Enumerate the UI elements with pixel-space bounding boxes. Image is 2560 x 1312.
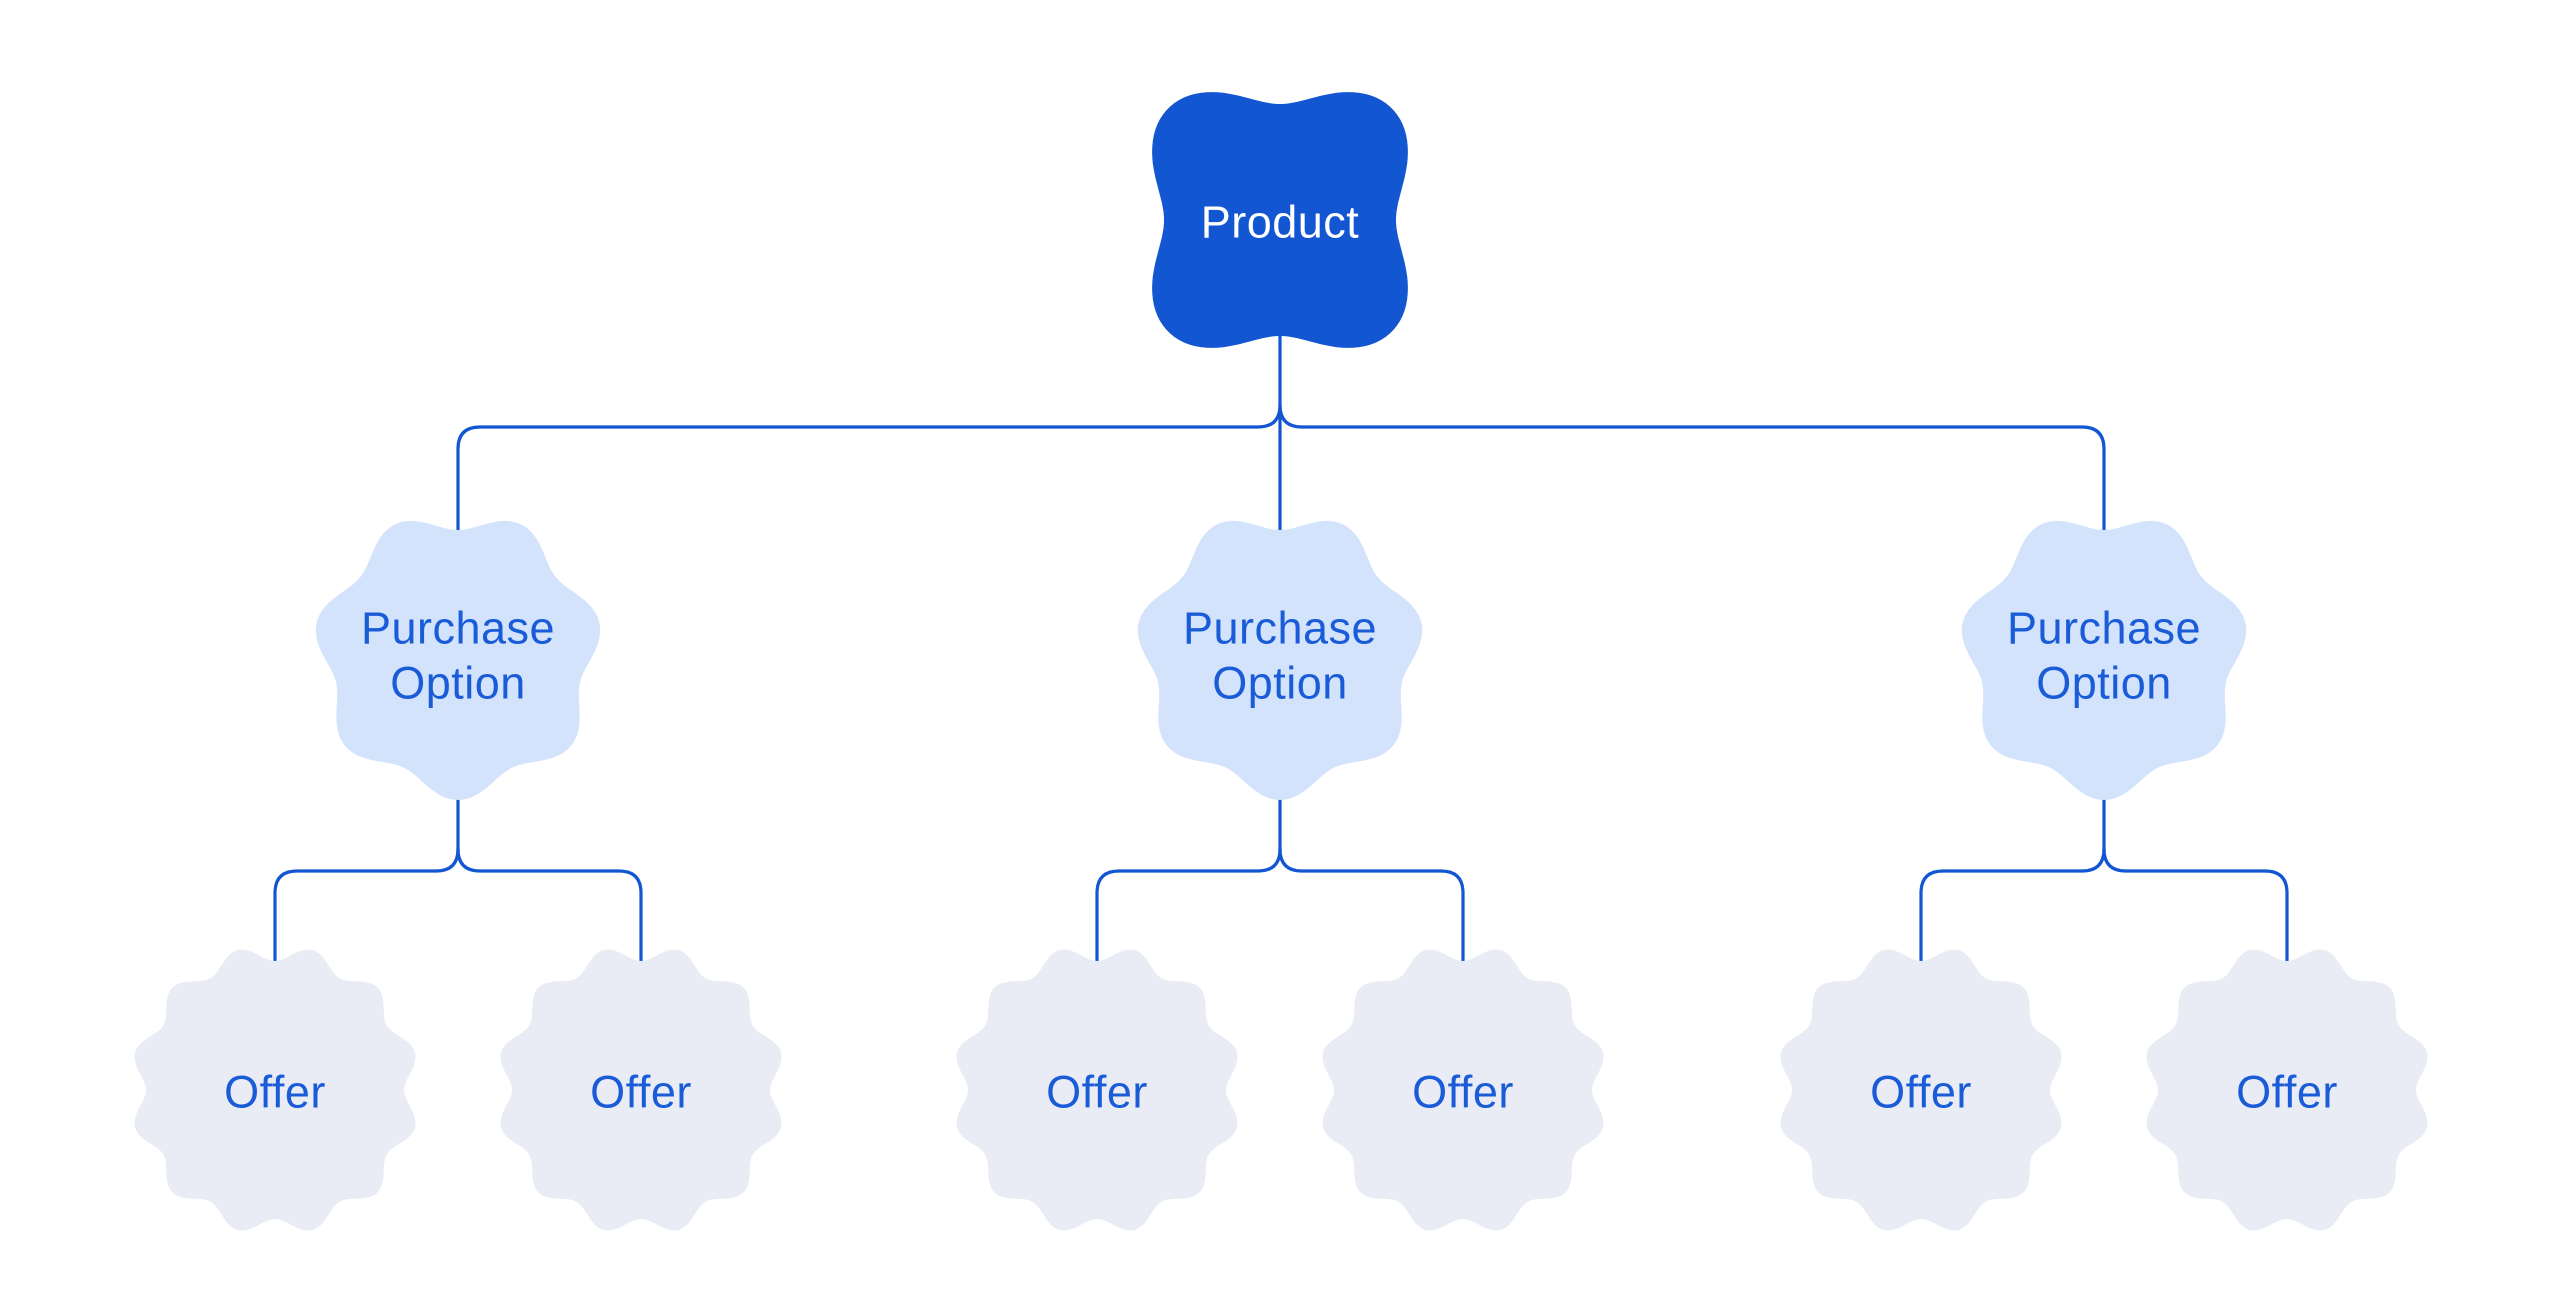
node-purchase-option-2: Purchase Option	[1137, 520, 1423, 800]
node-offer-2: Offer	[500, 949, 782, 1231]
connector-root-to-po3	[1278, 403, 2106, 562]
connector-po3-to-offer6	[2102, 847, 2289, 1002]
node-offer-4: Offer	[1322, 949, 1604, 1231]
node-offer-5: Offer	[1780, 949, 2062, 1231]
offer-blob-shape	[1322, 949, 1604, 1231]
product-label: Product	[1201, 197, 1360, 248]
node-offer-1: Offer	[134, 949, 416, 1231]
offer-4-label: Offer	[1412, 1067, 1514, 1118]
purchase-option-blob-shape	[1961, 520, 2247, 800]
purchase-option-2-label-line1: Purchase	[1183, 603, 1377, 654]
offer-2-label: Offer	[590, 1067, 692, 1118]
connector-po2-to-offer3	[1095, 847, 1282, 1002]
offer-5-label: Offer	[1870, 1067, 1972, 1118]
node-offer-3: Offer	[956, 949, 1238, 1231]
offer-blob-shape	[134, 949, 416, 1231]
connector-lines	[273, 308, 2289, 1002]
offer-blob-shape	[1780, 949, 2062, 1231]
offer-1-label: Offer	[224, 1067, 326, 1118]
node-purchase-option-1: Purchase Option	[315, 520, 601, 800]
purchase-option-blob-shape	[315, 520, 601, 800]
offer-blob-shape	[500, 949, 782, 1231]
connector-po1-to-offer2	[456, 847, 643, 1002]
node-purchase-option-3: Purchase Option	[1961, 520, 2247, 800]
offer-3-label: Offer	[1046, 1067, 1148, 1118]
purchase-option-2-label-line2: Option	[1212, 658, 1348, 709]
purchase-option-1-label-line2: Option	[390, 658, 526, 709]
offer-blob-shape	[956, 949, 1238, 1231]
node-offer-6: Offer	[2146, 949, 2428, 1231]
purchase-option-3-label-line1: Purchase	[2007, 603, 2201, 654]
connector-po3-to-offer5	[1919, 847, 2106, 1002]
connector-po1-to-offer1	[273, 847, 460, 1002]
purchase-option-3-label-line2: Option	[2036, 658, 2172, 709]
offer-blob-shape	[2146, 949, 2428, 1231]
connector-root-to-po1	[456, 403, 1282, 562]
connector-po2-to-offer4	[1278, 847, 1465, 1002]
product-blob-shape	[1152, 92, 1408, 348]
node-product: Product	[1152, 92, 1408, 348]
purchase-option-blob-shape	[1137, 520, 1423, 800]
purchase-option-1-label-line1: Purchase	[361, 603, 555, 654]
offer-6-label: Offer	[2236, 1067, 2338, 1118]
